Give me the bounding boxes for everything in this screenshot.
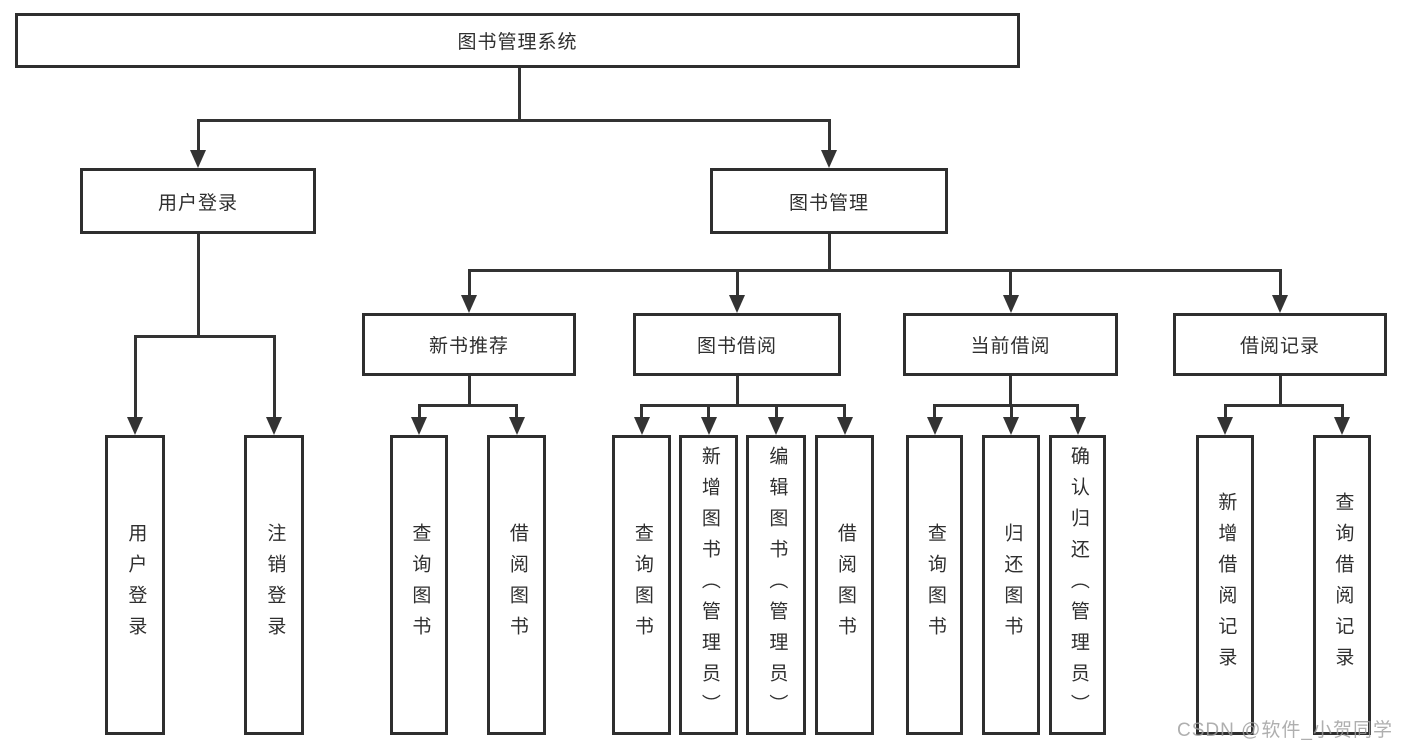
node-label: 查询图书 (924, 523, 946, 647)
node-label: 当前借阅 (970, 336, 1051, 357)
connector-line (735, 376, 739, 406)
connector-line (515, 403, 518, 419)
connector-line (417, 403, 421, 419)
arrow-down-icon (190, 150, 206, 168)
connector-line (419, 403, 517, 407)
node-label: 确认归还（管理员） (1067, 445, 1089, 725)
leaf-edit-book-admin: 编辑图书（管理员） (746, 435, 806, 735)
connector-line (1340, 403, 1344, 419)
node-label: 注销登录 (264, 523, 286, 647)
connector-line (1278, 376, 1282, 406)
connector-line (517, 68, 521, 121)
connector-line (827, 234, 831, 271)
arrow-down-icon (1002, 295, 1019, 313)
node-book-management: 图书管理 (710, 168, 948, 234)
connector-line (827, 118, 831, 152)
arrow-down-icon (836, 417, 853, 435)
leaf-add-borrow-record: 新增借阅记录 (1196, 435, 1254, 735)
connector-line (934, 403, 1078, 407)
connector-line (469, 268, 1280, 272)
node-label: 新增图书（管理员） (698, 445, 720, 725)
connector-line (1009, 403, 1013, 419)
csdn-watermark: CSDN @软件_小贺同学 (1177, 720, 1393, 741)
arrow-down-icon (768, 417, 784, 435)
node-label: 查询借阅记录 (1332, 492, 1354, 678)
node-book-borrowing: 图书借阅 (633, 313, 841, 376)
node-borrowing-records: 借阅记录 (1173, 313, 1387, 376)
node-label: 编辑图书（管理员） (766, 445, 788, 725)
arrow-down-icon (1272, 295, 1288, 313)
connector-line (735, 268, 739, 297)
node-label: 图书管理系统 (457, 32, 578, 53)
leaf-return-books: 归还图书 (982, 435, 1040, 735)
leaf-confirm-return-admin: 确认归还（管理员） (1049, 435, 1106, 735)
connector-line (133, 334, 137, 419)
node-label: 用户登录 (125, 523, 147, 647)
connector-line (707, 403, 710, 419)
node-library-management-system: 图书管理系统 (15, 13, 1020, 68)
connector-line (1223, 403, 1227, 419)
leaf-user-login: 用户登录 (105, 435, 165, 735)
connector-line (196, 118, 200, 152)
node-label: 借阅记录 (1239, 336, 1320, 357)
leaf-query-books-recommend: 查询图书 (390, 435, 448, 735)
node-label: 图书管理 (788, 192, 869, 214)
arrow-down-icon (926, 417, 943, 435)
arrow-down-icon (1217, 417, 1233, 435)
connector-line (1278, 268, 1282, 297)
arrow-down-icon (1003, 417, 1019, 435)
leaf-query-books-borrowing: 查询图书 (612, 435, 671, 735)
connector-line (467, 268, 471, 297)
connector-line (1009, 376, 1012, 406)
arrow-down-icon (821, 150, 837, 168)
arrow-down-icon (127, 417, 143, 435)
leaf-logout: 注销登录 (244, 435, 304, 735)
arrow-down-icon (700, 417, 717, 435)
node-label: 借阅图书 (834, 523, 856, 647)
node-label: 查询图书 (409, 523, 431, 647)
connector-line (1076, 403, 1079, 419)
connector-line (1009, 268, 1012, 297)
leaf-query-books-current: 查询图书 (906, 435, 963, 735)
leaf-query-borrow-record: 查询借阅记录 (1313, 435, 1371, 735)
connector-line (933, 403, 936, 419)
arrow-down-icon (411, 417, 427, 435)
node-current-borrowing: 当前借阅 (903, 313, 1118, 376)
leaf-borrow-books-recommend: 借阅图书 (487, 435, 546, 735)
arrow-down-icon (266, 417, 282, 435)
arrow-down-icon (633, 417, 650, 435)
connector-line (467, 376, 471, 406)
connector-line (641, 403, 845, 407)
node-label: 借阅图书 (506, 523, 528, 647)
connector-line (196, 234, 200, 337)
connector-line (640, 403, 643, 419)
connector-line (135, 334, 274, 338)
leaf-borrow-books-borrowing: 借阅图书 (815, 435, 874, 735)
node-label: 查询图书 (631, 523, 653, 647)
connector-line (198, 118, 829, 122)
node-user-login: 用户登录 (80, 168, 316, 234)
node-label: 归还图书 (1001, 523, 1023, 647)
arrow-down-icon (1069, 417, 1086, 435)
node-new-book-recommendation: 新书推荐 (362, 313, 576, 376)
connector-line (774, 403, 778, 419)
arrow-down-icon (1334, 417, 1350, 435)
node-label: 新增借阅记录 (1215, 492, 1237, 678)
node-label: 图书借阅 (696, 336, 777, 357)
arrow-down-icon (729, 295, 745, 313)
arrow-down-icon (461, 295, 477, 313)
node-label: 新书推荐 (428, 336, 509, 357)
connector-line (272, 334, 276, 419)
connector-line (843, 403, 846, 419)
connector-line (1225, 403, 1342, 407)
leaf-add-book-admin: 新增图书（管理员） (679, 435, 738, 735)
node-label: 用户登录 (157, 192, 238, 214)
arrow-down-icon (508, 417, 525, 435)
